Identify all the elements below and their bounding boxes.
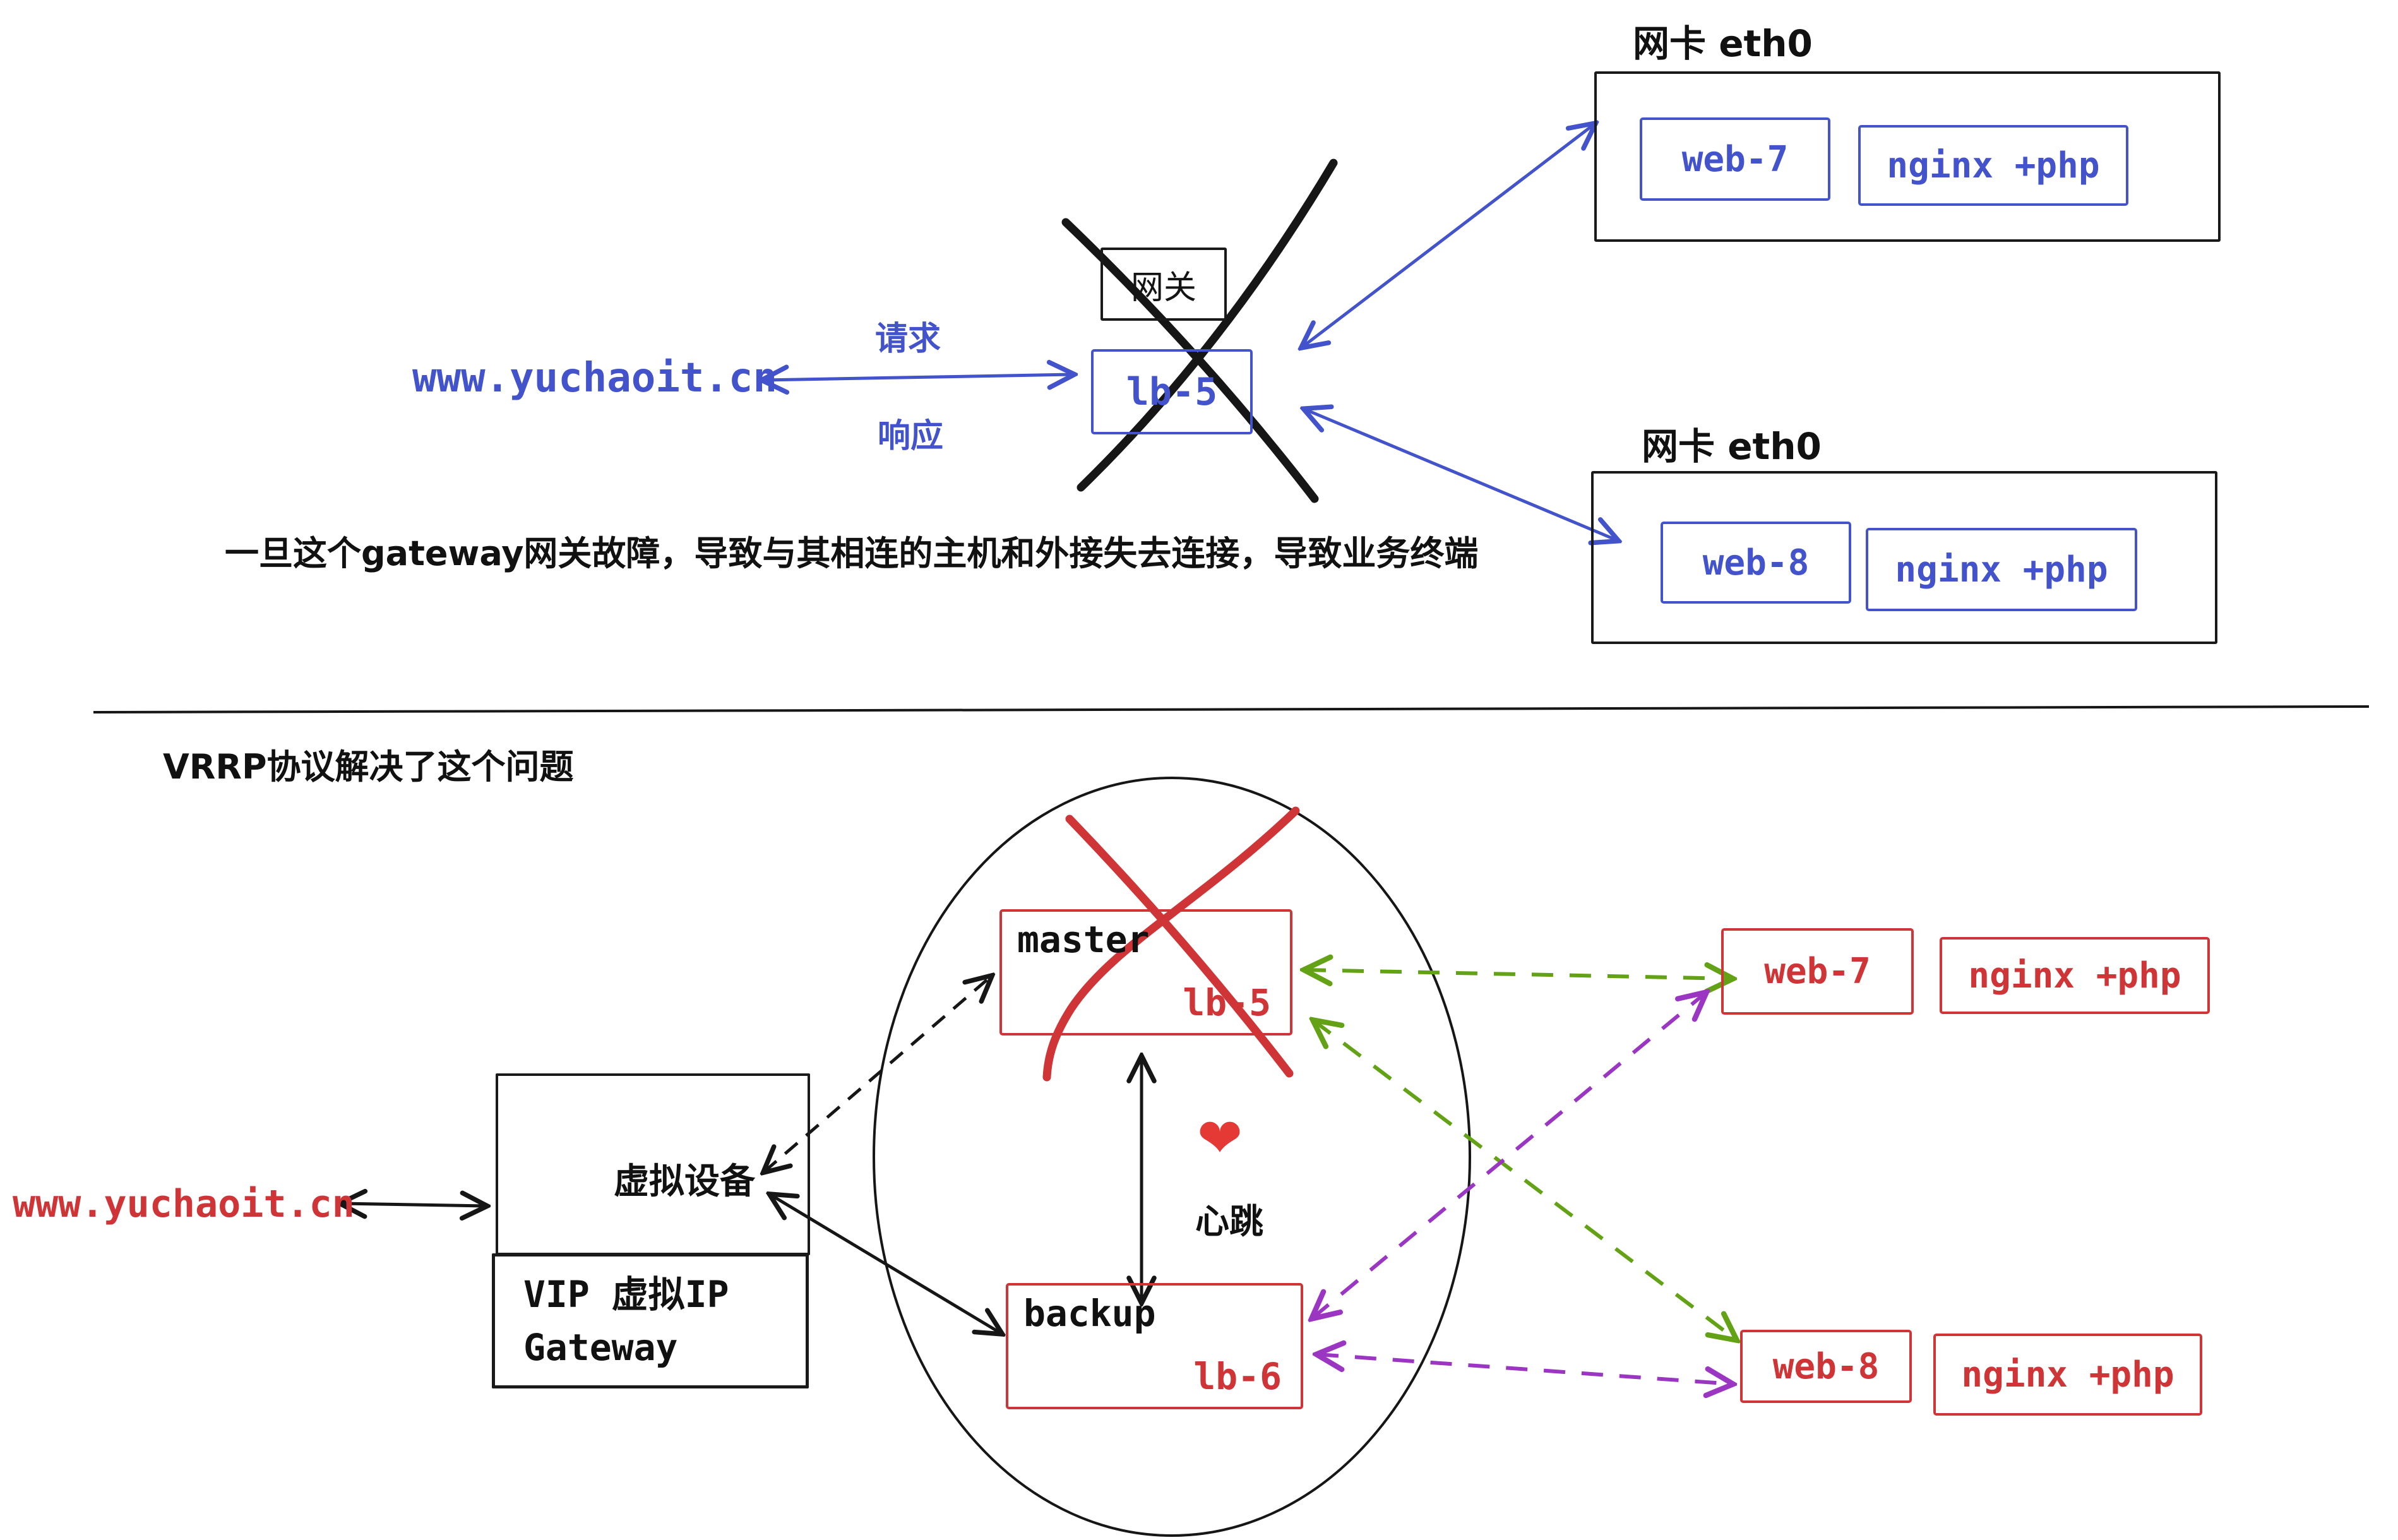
web8-stack-label: nginx +php [1961,1354,2174,1395]
web8-name-label: web-8 [1772,1346,1880,1387]
web7-box: web-7 [1721,928,1914,1015]
host2-name-box: web-8 [1661,522,1851,604]
gateway-failure-cross-stroke [1077,158,1338,492]
host2-chassis-box [1591,471,2217,644]
host1-chassis-box [1594,71,2221,242]
request-response-arrow [763,374,1073,380]
host1-name-label: web-7 [1681,138,1789,180]
vrrp-cluster-ellipse [873,777,1471,1537]
backup-web7-arrow [1312,993,1706,1318]
lb5-label: lb-5 [1126,369,1218,414]
section-divider-line [93,705,2370,713]
gateway-label: 网关 [1130,268,1196,307]
host2-stack-box: nginx +php [1866,528,2137,611]
client-domain-top: www.yuchaoit.cn [412,355,777,402]
gateway-failure-note: 一旦这个gateway网关故障，导致与其相连的主机和外接失去连接，导致业务终端 [225,534,1479,573]
web7-stack-box: nginx +php [1940,937,2210,1014]
host1-name-box: web-7 [1640,117,1830,201]
web7-name-label: web-7 [1764,951,1871,992]
vip-label-line1: VIP 虚拟IP [523,1272,729,1316]
host2-name-label: web-8 [1702,542,1810,583]
backup-name-label: lb-6 [1193,1355,1282,1398]
nic-label-host1: 网卡 eth0 [1633,22,1813,65]
nic-label-host2: 网卡 eth0 [1642,425,1822,468]
master-web7-arrow [1304,970,1733,979]
web7-stack-label: nginx +php [1968,955,2181,996]
lb5-web8-arrow [1304,409,1618,540]
master-box: master lb-5 [999,909,1292,1036]
web8-box: web-8 [1740,1330,1912,1403]
master-name-label: lb-5 [1183,981,1271,1024]
gateway-box: 网关 [1101,248,1227,321]
virtual-device-label: 虚拟设备 [614,1161,755,1202]
heartbeat-label: 心跳 [1195,1202,1263,1241]
host1-stack-box: nginx +php [1858,125,2128,206]
backup-web8-arrow [1317,1354,1733,1384]
host1-stack-label: nginx +php [1887,145,2100,186]
backup-role-label: backup [1023,1292,1156,1335]
web8-stack-box: nginx +php [1933,1334,2202,1416]
request-label: 请求 [875,320,941,358]
lb5-box: lb-5 [1091,349,1253,434]
lb5-web7-arrow [1302,124,1595,347]
response-label: 响应 [878,417,944,455]
vip-gateway-box: VIP 虚拟IP Gateway [492,1253,809,1388]
host2-stack-label: nginx +php [1895,549,2108,590]
client-domain-bottom: www.yuchaoit.cn [13,1182,355,1226]
vip-label-line2: Gateway [523,1326,678,1369]
client-vip-arrow [341,1203,486,1206]
vrrp-title: VRRP协议解决了这个问题 [163,747,574,787]
master-role-label: master [1017,918,1150,961]
heart-icon: ❤ [1197,1107,1243,1170]
master-web8-arrow [1313,1020,1736,1340]
backup-box: backup lb-6 [1006,1283,1303,1409]
